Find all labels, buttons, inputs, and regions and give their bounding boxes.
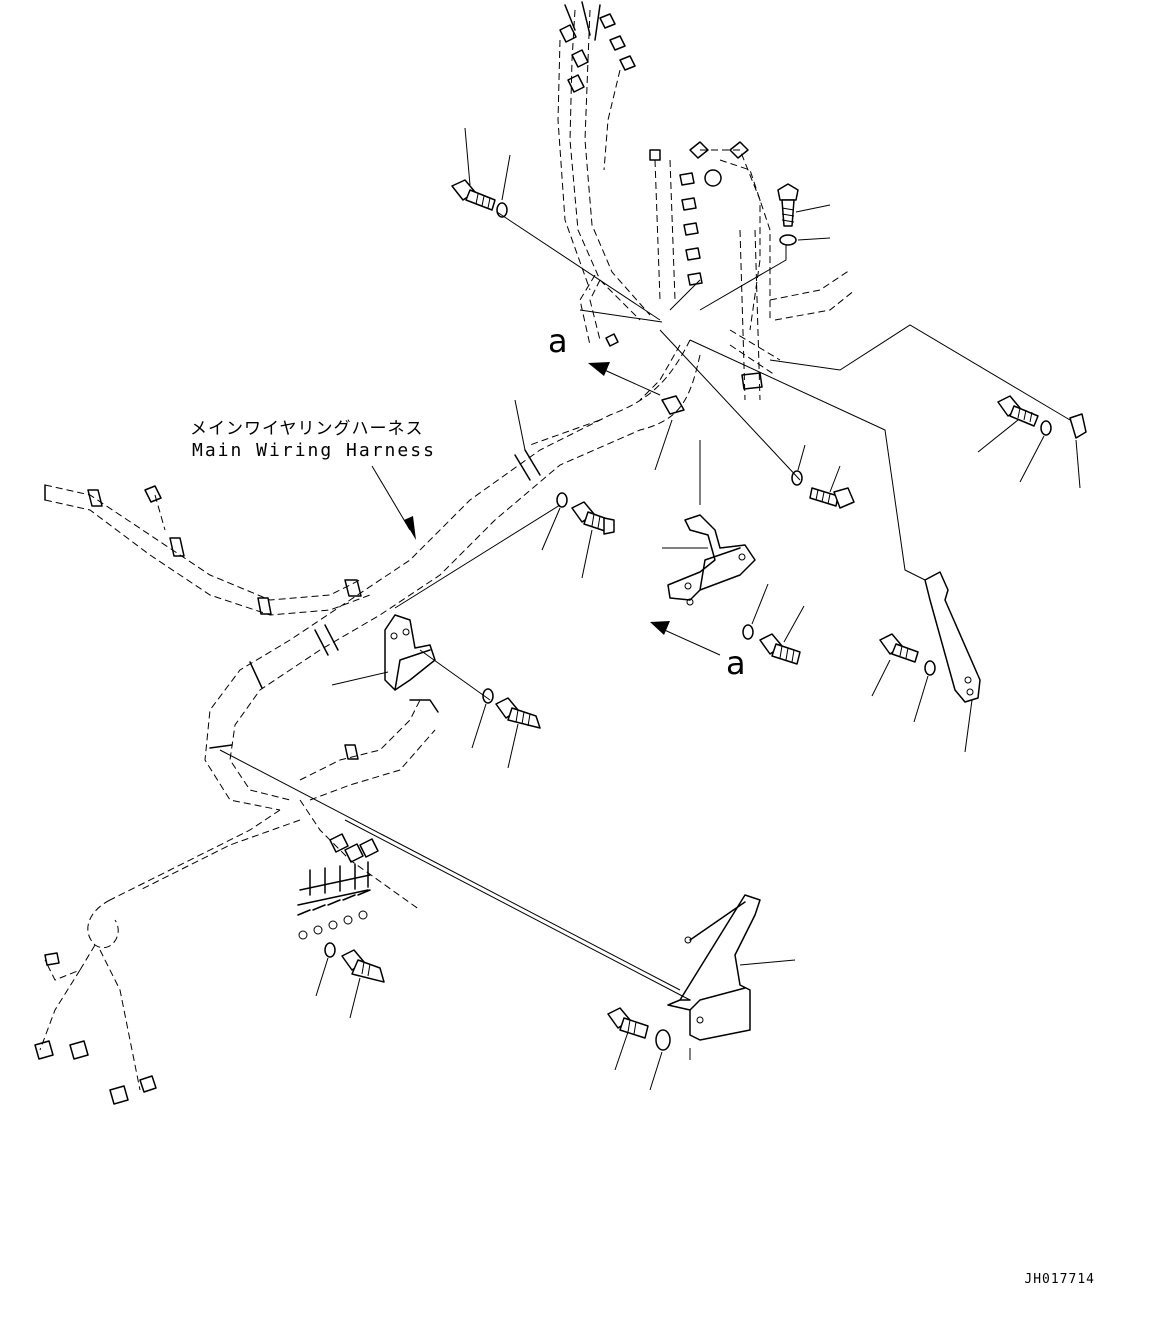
ring-terminal-group [297, 861, 371, 940]
harness-label-jp: メインワイヤリングハーネス [190, 419, 424, 439]
upper-harness-bundle [557, 1, 856, 401]
bolt-mid-right [759, 633, 801, 665]
bolt-top-left [451, 179, 496, 211]
leader-lines [219, 127, 1081, 1091]
bolt-right [997, 395, 1039, 427]
bolt-lower [607, 1007, 649, 1039]
bolt-center-right [809, 487, 855, 509]
lower-cover-plate [667, 894, 761, 1041]
u-clamp-bracket [384, 614, 436, 691]
bolt-center [571, 501, 615, 535]
bolt-group [341, 179, 1039, 1039]
view-a-label-bottom: a [726, 644, 746, 682]
view-a-label-top: a [548, 322, 568, 360]
right-strap-bracket [924, 571, 981, 703]
drawing-id: JH017714 [1024, 1272, 1095, 1287]
bolt-strap [879, 633, 919, 663]
main-wiring-harness [34, 339, 701, 1105]
bolt-top-right [777, 183, 799, 227]
bolt-lower-left [341, 949, 385, 983]
small-clip [1069, 413, 1087, 439]
harness-label-en: Main Wiring Harness [192, 440, 436, 461]
center-l-bracket [667, 514, 756, 606]
view-arrow-bottom [650, 621, 721, 656]
view-arrow-top [588, 362, 661, 396]
bolt-clamp [495, 697, 541, 729]
